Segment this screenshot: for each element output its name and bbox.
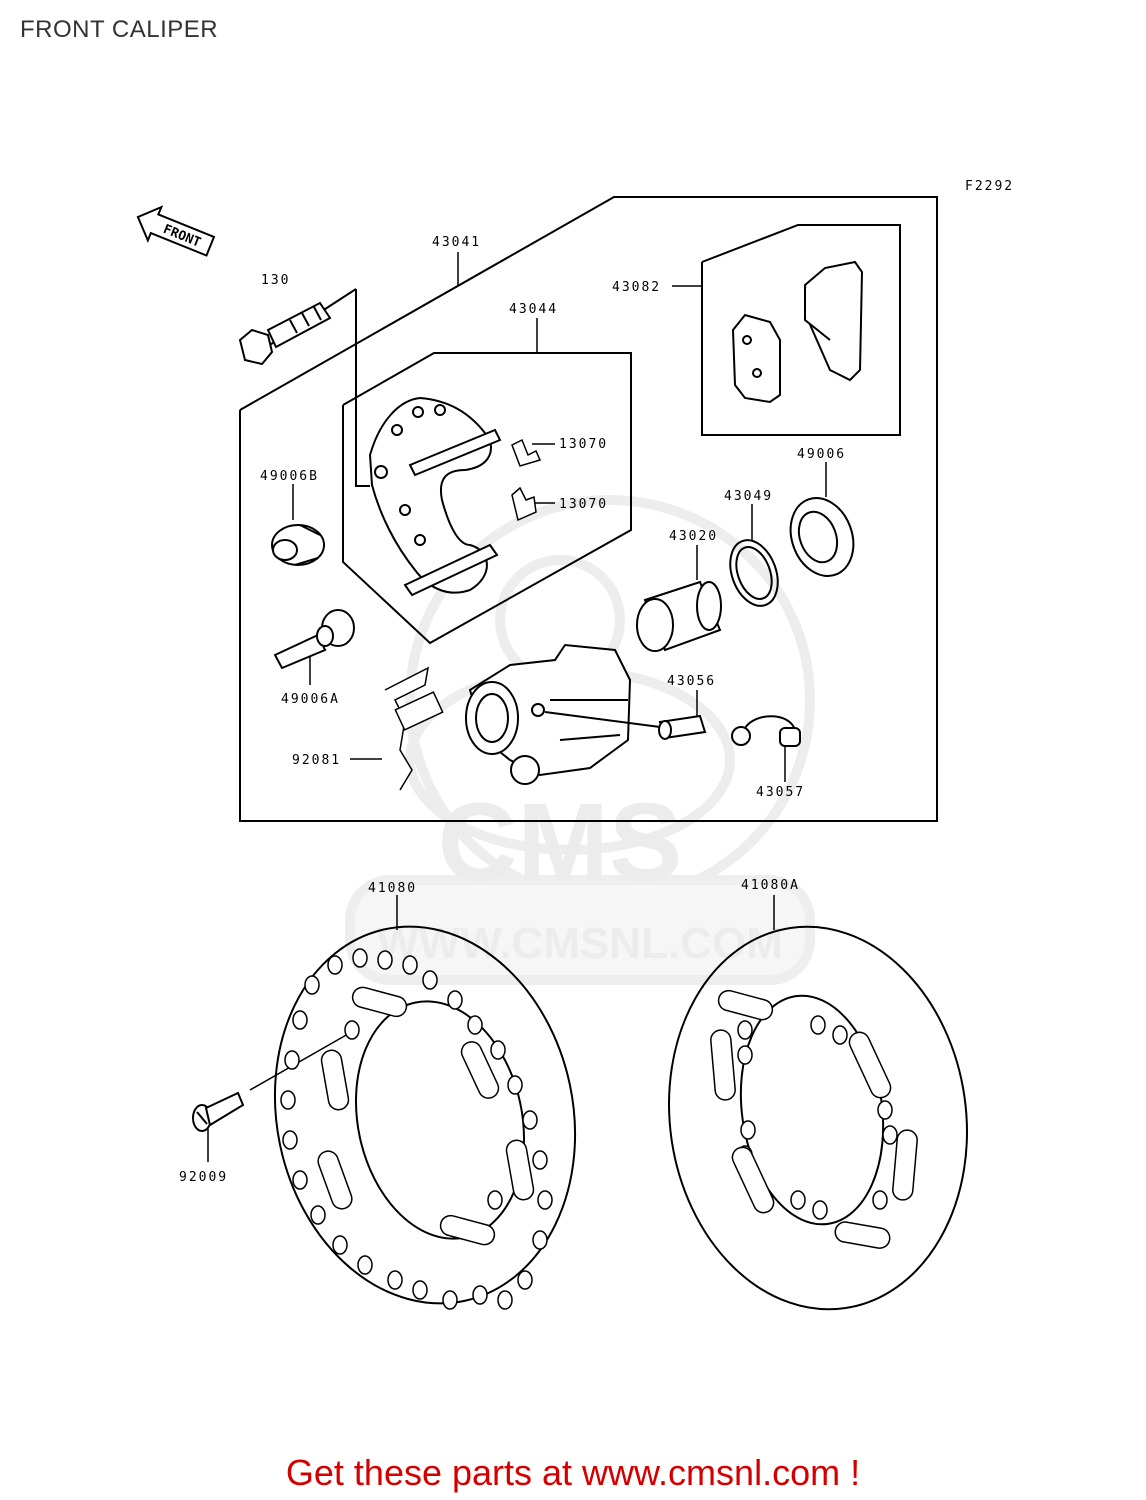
bracket-outline-43044 xyxy=(342,352,632,645)
page-title: FRONT CALIPER xyxy=(20,16,219,43)
part-label-43056: 43056 xyxy=(667,674,716,689)
watermark-url-text: WWW.CMSNL.COM xyxy=(377,919,783,968)
assembly-outline-43041 xyxy=(239,196,938,822)
promo-link[interactable]: Get these parts at www.cmsnl.com ! xyxy=(285,1452,861,1493)
part-label-41080A: 41080A xyxy=(741,878,800,893)
part-label-92009: 92009 xyxy=(179,1170,228,1185)
pin-49006A-part xyxy=(273,609,355,670)
seal-43049-part xyxy=(729,539,779,607)
front-arrow-icon: FRONT xyxy=(136,205,216,257)
brake-disc-41080A-part xyxy=(668,925,968,1311)
disc-slots-41080 xyxy=(317,986,535,1246)
piston-part xyxy=(636,580,722,652)
part-label-41080: 41080 xyxy=(368,881,417,896)
part-label-13070-lower: 13070 xyxy=(559,497,608,512)
part-label-43041: 43041 xyxy=(432,235,481,250)
part-label-13070-upper: 13070 xyxy=(559,437,608,452)
pad-set-outline-43082 xyxy=(701,224,901,436)
part-label-43049: 43049 xyxy=(724,489,773,504)
bleeder-cap-part xyxy=(731,715,801,747)
brake-pads-part xyxy=(731,260,864,404)
disc-holes-41080 xyxy=(280,948,553,1310)
part-label-49006A: 49006A xyxy=(281,692,340,707)
bolt-bracket-line xyxy=(355,289,370,487)
bleeder-valve-part xyxy=(544,711,707,740)
part-label-92081: 92081 xyxy=(292,753,341,768)
part-label-43020: 43020 xyxy=(669,529,718,544)
part-label-49006B: 49006B xyxy=(260,469,319,484)
bolt-130-part xyxy=(238,301,332,366)
clip-13070-parts xyxy=(511,438,542,522)
boot-49006B-part xyxy=(271,524,325,566)
pad-spring-92081-part xyxy=(384,666,444,791)
part-label-49006: 49006 xyxy=(797,447,846,462)
part-label-130: 130 xyxy=(261,273,290,288)
screw-92009-part xyxy=(192,1091,245,1132)
watermark-logo-text: CMS xyxy=(438,781,682,904)
leader-lines xyxy=(207,252,827,1162)
part-label-43044: 43044 xyxy=(509,302,558,317)
part-label-43057: 43057 xyxy=(756,785,805,800)
dust-seal-49006-part xyxy=(789,497,855,577)
figure-code: F2292 xyxy=(965,179,1014,194)
caliper-bracket-part xyxy=(368,396,502,597)
caliper-body-part xyxy=(465,643,632,785)
part-label-43082: 43082 xyxy=(612,280,661,295)
disc-slots-41080A xyxy=(710,989,918,1249)
